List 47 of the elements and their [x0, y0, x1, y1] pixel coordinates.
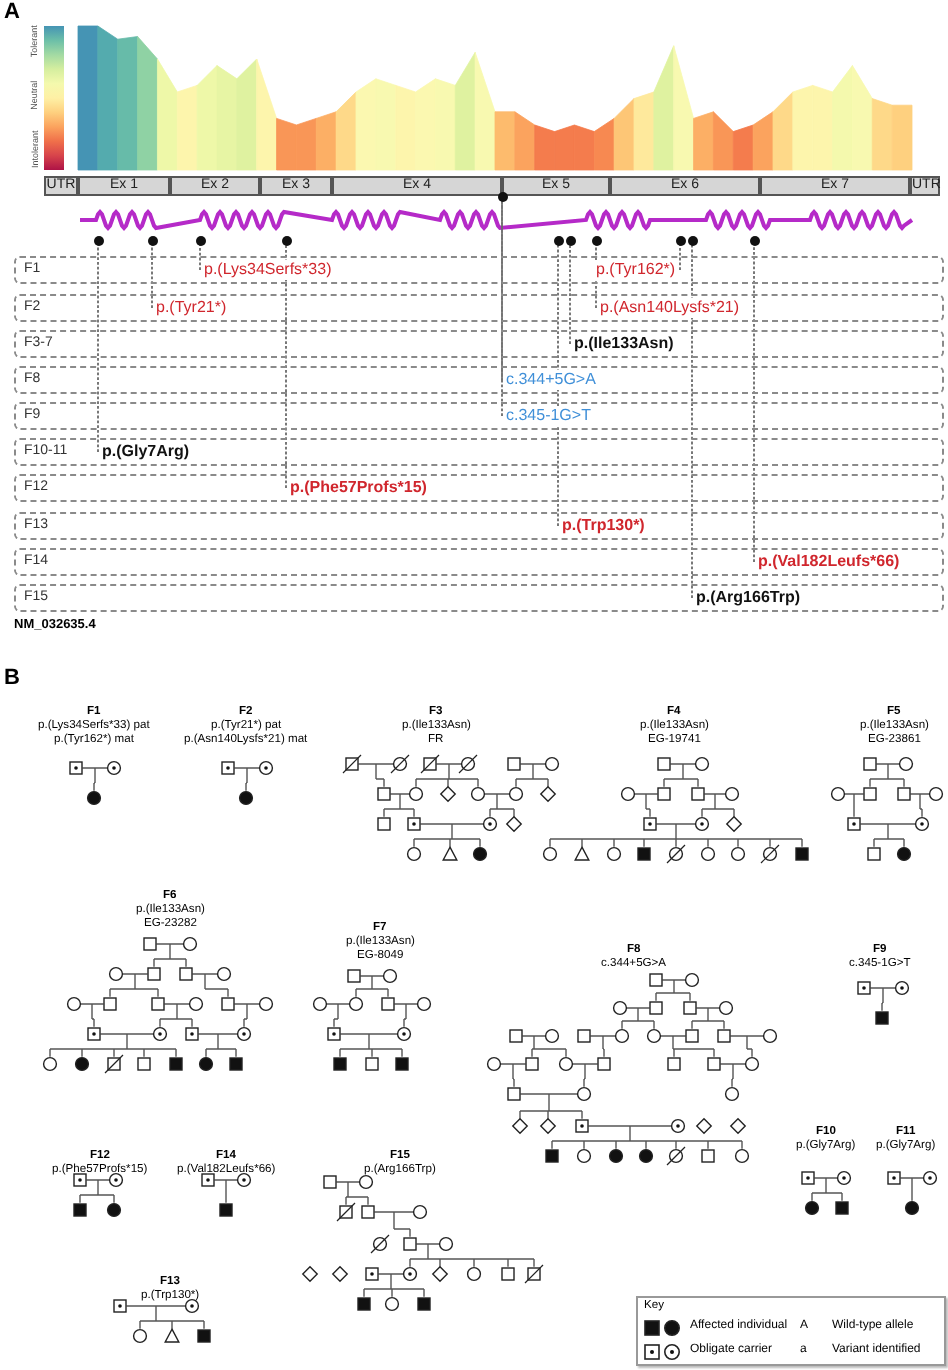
family-row — [14, 474, 944, 502]
variant-label: p.(Tyr162*) — [594, 260, 678, 280]
leader-line — [151, 244, 153, 309]
variant-label: p.(Gly7Arg) — [100, 442, 192, 462]
family-row — [14, 584, 944, 612]
variant-dot — [497, 191, 507, 201]
leader-line — [285, 244, 287, 489]
variant-dot — [93, 235, 103, 245]
leader-line — [501, 200, 503, 381]
variant-label: p.(Tyr21*) — [154, 298, 229, 318]
family-row — [14, 438, 944, 466]
leader-line — [691, 244, 693, 599]
variant-dot — [195, 235, 205, 245]
leader-line — [199, 244, 201, 271]
family-row — [14, 548, 944, 576]
leader-line — [501, 200, 503, 417]
panel-letter: A — [4, 0, 20, 26]
family-row — [14, 512, 944, 540]
variant-label: p.(Trp130*) — [560, 516, 647, 536]
variant-label: p.(Lys34Serfs*33) — [202, 260, 334, 280]
leader-line — [753, 244, 755, 563]
variant-dot — [565, 235, 575, 245]
variant-label: p.(Phe57Profs*15) — [288, 478, 429, 498]
family-row — [14, 402, 944, 430]
leader-line — [679, 244, 681, 271]
variant-dot — [553, 235, 563, 245]
family-row — [14, 330, 944, 358]
variant-label: p.(Arg166Trp) — [694, 588, 803, 608]
variant-label: p.(Val182Leufs*66) — [756, 552, 902, 572]
variant-dot — [687, 235, 697, 245]
variant-dot — [591, 235, 601, 245]
family-row — [14, 366, 944, 394]
variant-label: p.(Asn140Lysfs*21) — [598, 298, 742, 318]
family-row — [14, 256, 944, 284]
panel-letter: B — [4, 666, 20, 692]
leader-line — [557, 244, 559, 527]
family-row — [14, 294, 944, 322]
variant-label: c.344+5G>A — [504, 370, 598, 390]
variant-dot — [147, 235, 157, 245]
leader-line — [595, 244, 597, 309]
variant-label: c.345-1G>T — [504, 406, 593, 426]
variant-dot — [675, 235, 685, 245]
variant-dot — [281, 235, 291, 245]
leader-line — [569, 244, 571, 345]
variant-dot — [749, 235, 759, 245]
variant-label: p.(Ile133Asn) — [572, 334, 676, 354]
leader-line — [97, 244, 99, 453]
